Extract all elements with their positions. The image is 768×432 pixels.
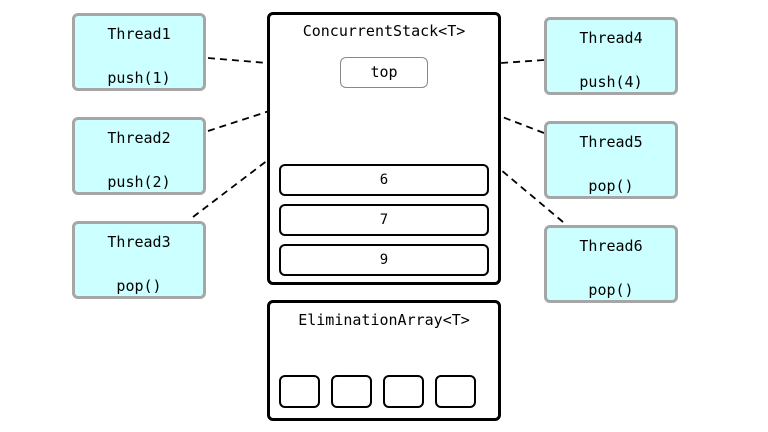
thread-operation: pop() bbox=[116, 277, 162, 295]
thread-name: Thread5 bbox=[579, 133, 643, 151]
thread-box-4: Thread4 push(4) bbox=[544, 17, 678, 95]
thread-name: Thread4 bbox=[579, 29, 643, 47]
thread-operation: pop() bbox=[588, 281, 634, 299]
thread-operation: push(2) bbox=[107, 173, 171, 191]
stack-cell: 6 bbox=[279, 164, 489, 196]
thread-box-1: Thread1 push(1) bbox=[72, 13, 206, 91]
thread-box-5: Thread5 pop() bbox=[544, 121, 678, 199]
elimination-slot bbox=[331, 375, 372, 408]
stack-cell: 7 bbox=[279, 204, 489, 236]
thread-name: Thread6 bbox=[579, 237, 643, 255]
elimination-slot bbox=[383, 375, 424, 408]
thread-box-3: Thread3 pop() bbox=[72, 221, 206, 299]
thread-name: Thread1 bbox=[107, 25, 171, 43]
thread-box-2: Thread2 push(2) bbox=[72, 117, 206, 195]
thread-box-6: Thread6 pop() bbox=[544, 225, 678, 303]
thread-operation: push(4) bbox=[579, 73, 643, 91]
concurrent-stack-title: ConcurrentStack<T> bbox=[302, 22, 466, 40]
thread-operation: push(1) bbox=[107, 69, 171, 87]
stack-cell: 9 bbox=[279, 244, 489, 276]
elimination-slot bbox=[435, 375, 476, 408]
thread-name: Thread2 bbox=[107, 129, 171, 147]
thread-operation: pop() bbox=[588, 177, 634, 195]
elimination-array-title: EliminationArray<T> bbox=[298, 311, 470, 329]
stack-top-pointer: top bbox=[340, 57, 428, 88]
elimination-slot bbox=[279, 375, 320, 408]
thread-name: Thread3 bbox=[107, 233, 171, 251]
